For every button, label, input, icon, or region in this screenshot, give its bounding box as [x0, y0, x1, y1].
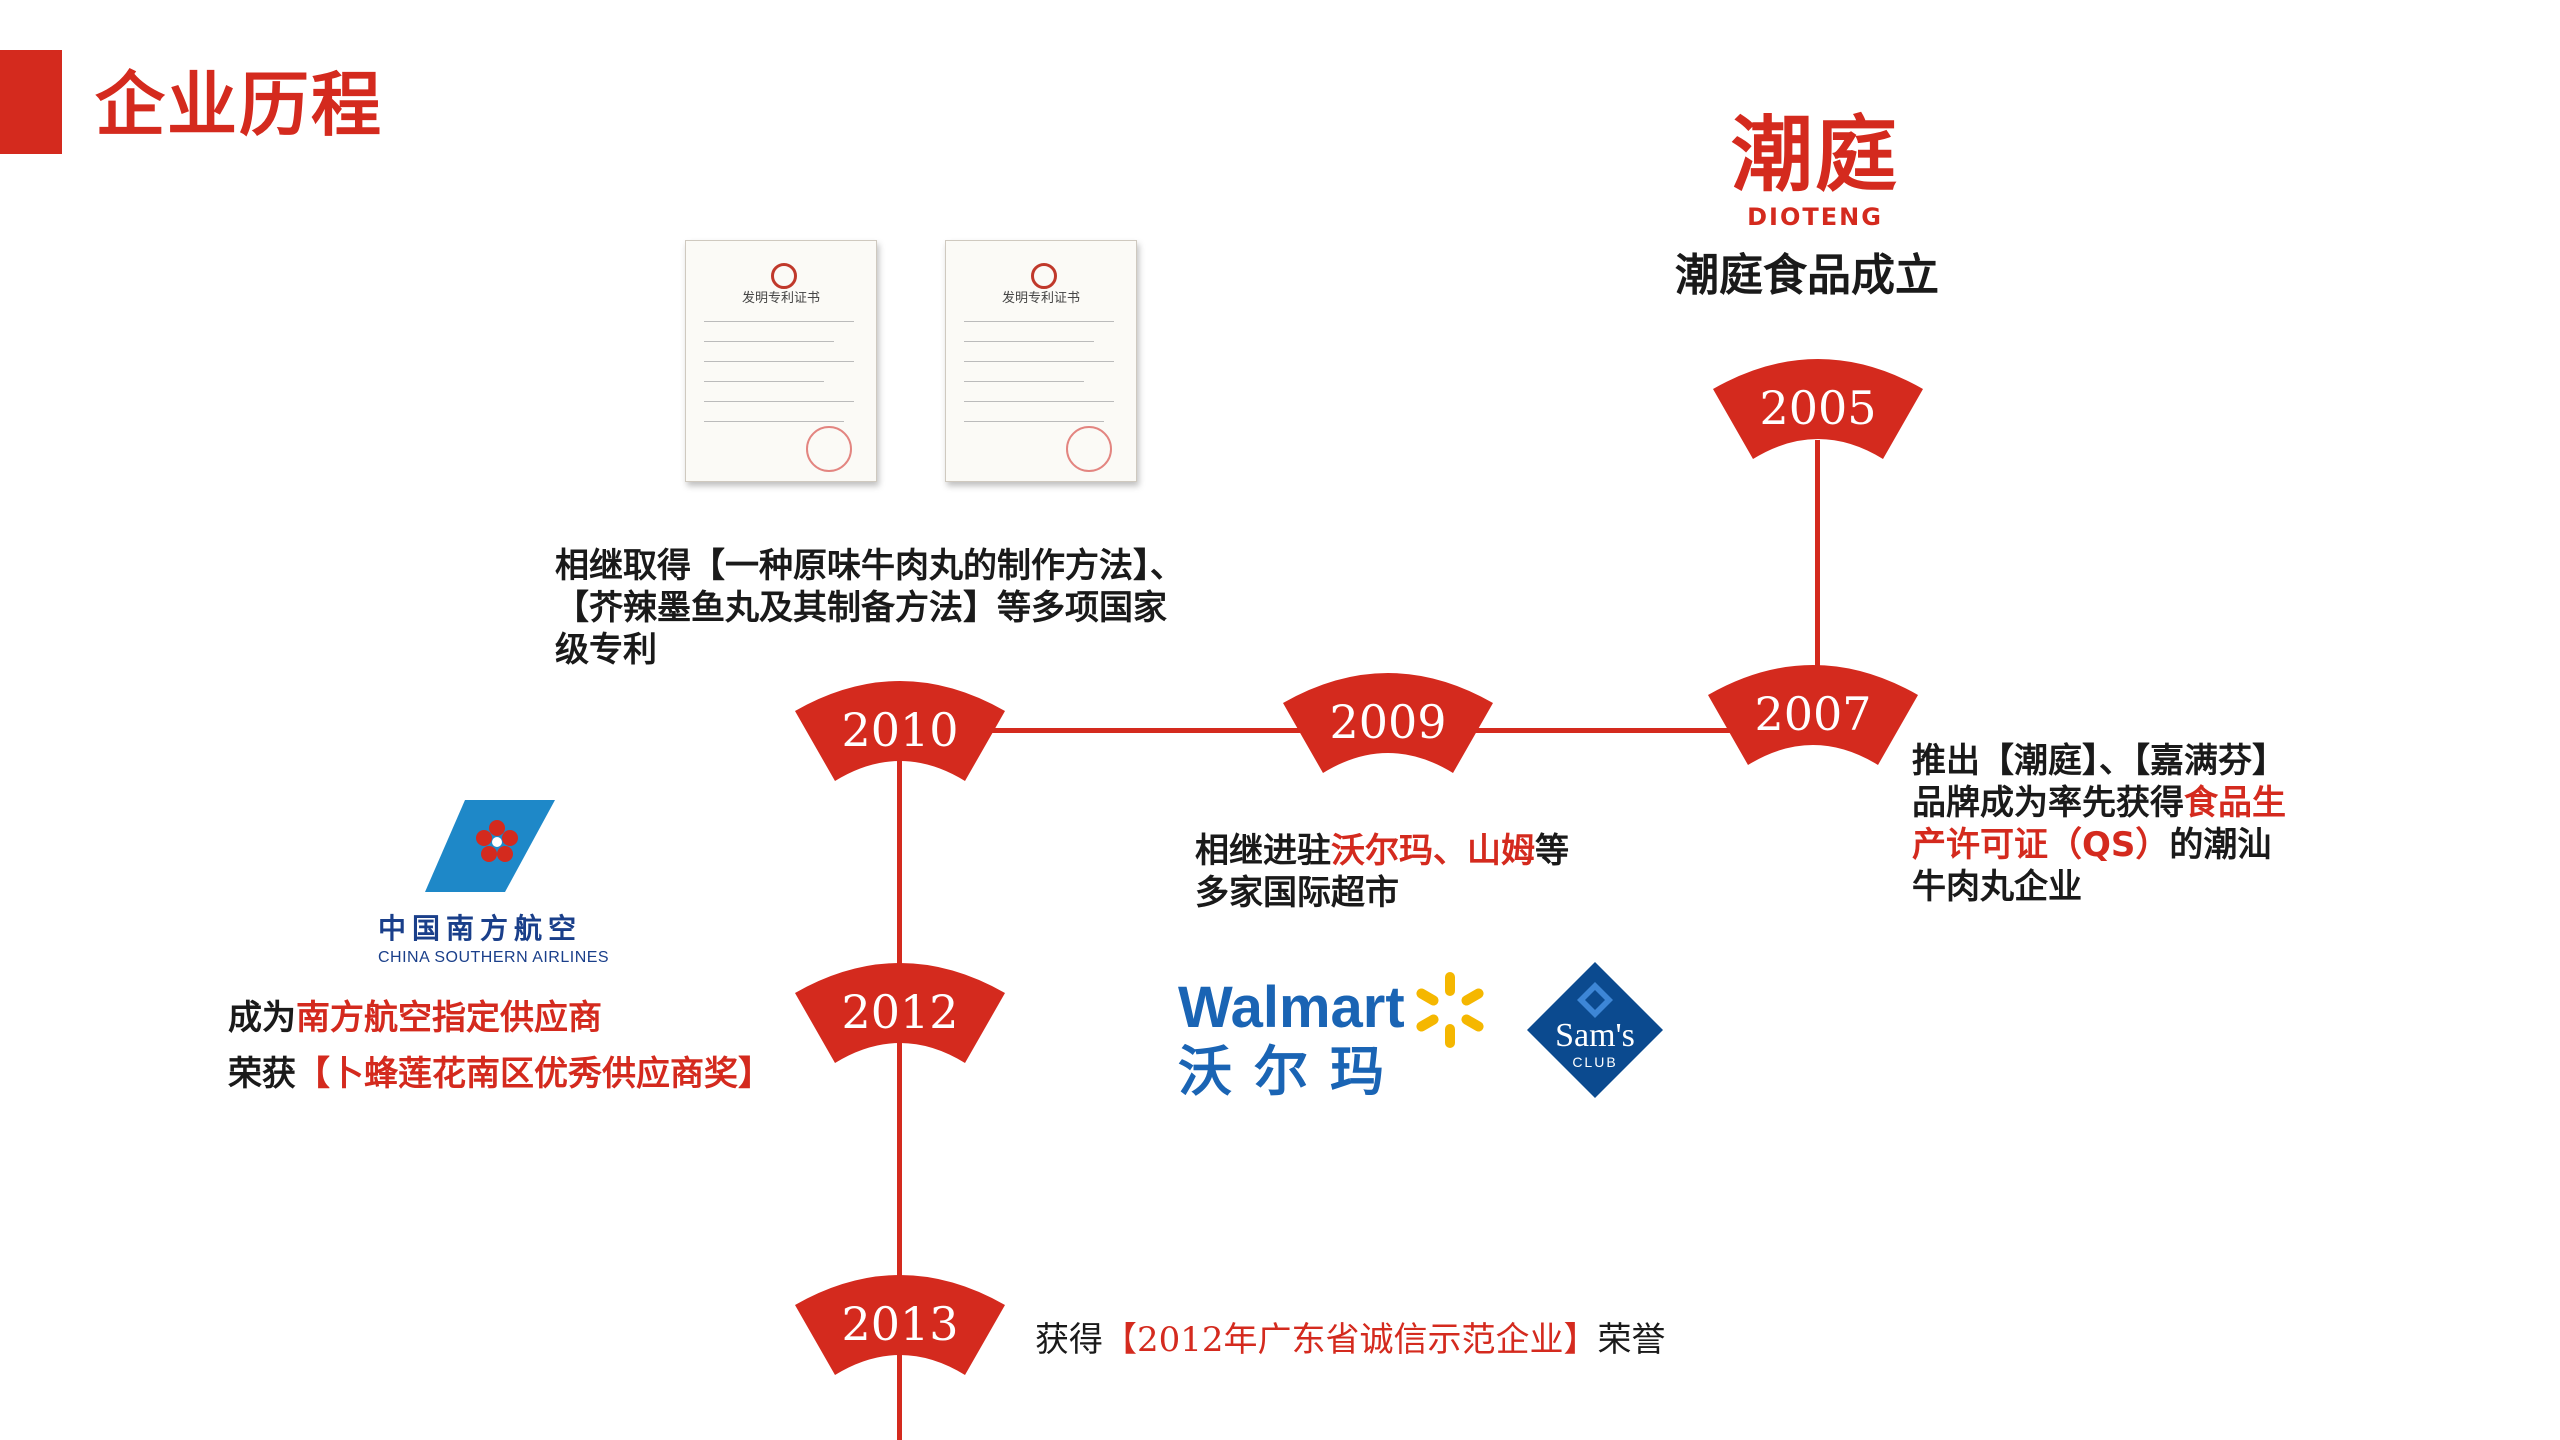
brand-name-en: DIOTENG — [1747, 203, 1883, 231]
year-badge-2007: 2007 — [1708, 660, 1918, 770]
kapok-tail-icon — [425, 800, 555, 892]
milestone-2009-text: 相继进驻沃尔玛、山姆等 多家国际超市 — [1195, 831, 1569, 913]
milestone-2007-text: 推出【潮庭】、【嘉满芬】 品牌成为率先获得食品生 产许可证（QS）的潮汕 牛肉丸… — [1912, 741, 2286, 907]
year-label: 2010 — [841, 703, 959, 757]
timeline-vertical-2005-2007 — [1815, 440, 1820, 690]
china-southern-airlines-logo: 中国南方航空 CHINA SOUTHERN AIRLINES — [370, 800, 610, 970]
milestone-2005-text: 潮庭食品成立 — [1675, 250, 1939, 301]
walmart-cn-wordmark: 沃尔玛 — [1178, 1040, 1406, 1103]
brand-name-cn: 潮庭 — [1730, 108, 1899, 203]
year-badge-2012: 2012 — [795, 958, 1005, 1068]
year-label: 2007 — [1754, 687, 1872, 741]
csa-name-cn: 中国南方航空 — [378, 912, 583, 945]
sams-club-label: CLUB — [1572, 1054, 1618, 1070]
dioteng-logo: 潮庭 DIOTENG — [1700, 108, 1930, 230]
walmart-wordmark: Walmart — [1178, 975, 1405, 1040]
year-badge-2009: 2009 — [1283, 668, 1493, 778]
year-label: 2013 — [841, 1297, 959, 1351]
walmart-logo: Walmart 沃尔玛 — [1178, 972, 1498, 1103]
sams-wordmark: Sam's — [1555, 1017, 1635, 1054]
timeline-vertical-main — [897, 730, 902, 1440]
milestone-2013-text: 获得【2012年广东省诚信示范企业】荣誉 — [1035, 1320, 1666, 1360]
year-label: 2009 — [1329, 695, 1447, 749]
patent-certificate-1: 发明专利证书 — [685, 240, 877, 482]
year-badge-2005: 2005 — [1713, 354, 1923, 464]
year-label: 2005 — [1759, 381, 1877, 435]
page-title: 企业历程 — [95, 64, 383, 146]
csa-name-en: CHINA SOUTHERN AIRLINES — [378, 949, 610, 966]
year-label: 2012 — [841, 985, 959, 1039]
milestone-2012-text: 成为南方航空指定供应商 荣获【卜蜂莲花南区优秀供应商奖】 — [228, 998, 772, 1094]
year-badge-2010: 2010 — [795, 676, 1005, 786]
walmart-spark-icon — [1416, 972, 1484, 1048]
patent-certificate-2: 发明专利证书 — [945, 240, 1137, 482]
year-badge-2013: 2013 — [795, 1270, 1005, 1380]
sams-club-logo: Sam's CLUB — [1525, 960, 1665, 1100]
title-accent-bar — [0, 50, 62, 154]
milestone-2010-text: 相继取得【一种原味牛肉丸的制作方法】、 【芥辣墨鱼丸及其制备方法】等多项国家 级… — [555, 546, 1184, 670]
